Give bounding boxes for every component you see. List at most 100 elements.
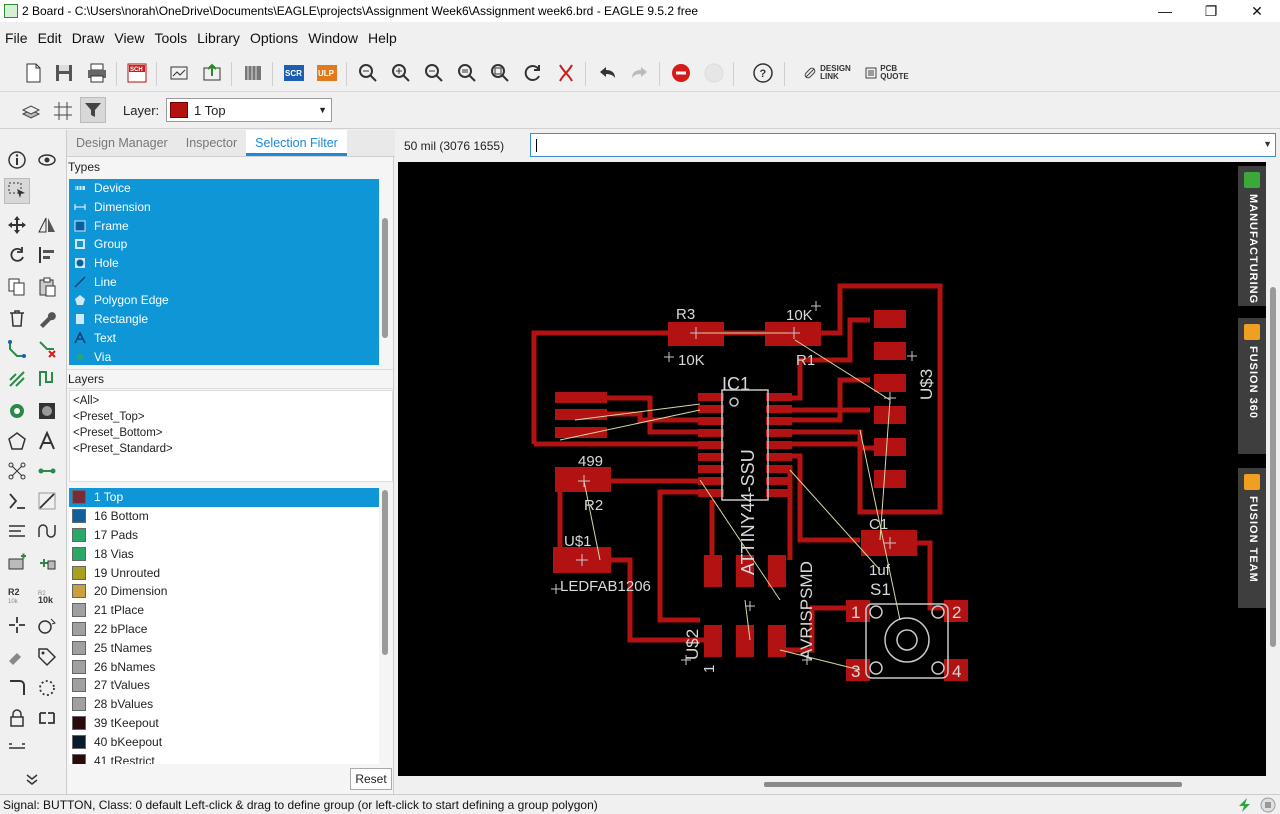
stop-status-icon[interactable] — [1260, 797, 1276, 813]
grid-icon[interactable] — [50, 98, 76, 124]
signal-tool-icon[interactable] — [4, 458, 30, 484]
type-hole[interactable]: Hole — [69, 253, 379, 273]
lasso-icon[interactable] — [34, 675, 60, 701]
tab-design-manager[interactable]: Design Manager — [76, 136, 168, 150]
layer-row-26-bnames[interactable]: 26 bNames — [69, 657, 379, 676]
menu-tools[interactable]: Tools — [154, 30, 188, 46]
rotate-icon[interactable] — [4, 242, 30, 268]
mirror-icon[interactable] — [34, 212, 60, 238]
route-icon[interactable] — [4, 336, 30, 362]
reset-button[interactable]: Reset — [350, 768, 392, 790]
via-tool-icon[interactable] — [4, 398, 30, 424]
board-canvas[interactable]: R3 10K 10K R1 IC1 499 R2 U$1 LEDFAB1206 … — [398, 162, 1266, 776]
layer-row-40-bkeepout[interactable]: 40 bKeepout — [69, 732, 379, 751]
type-device[interactable]: Device — [69, 179, 379, 198]
hole-tool-icon[interactable] — [34, 398, 60, 424]
layer-row-25-tnames[interactable]: 25 tNames — [69, 638, 379, 657]
swap-icon[interactable] — [34, 705, 60, 731]
lightning-icon[interactable] — [1236, 797, 1254, 813]
save-icon[interactable] — [51, 60, 77, 86]
layer-row-20-dimension[interactable]: 20 Dimension — [69, 582, 379, 601]
layer-row-27-tvalues[interactable]: 27 tValues — [69, 676, 379, 695]
stop-icon[interactable] — [668, 60, 694, 86]
preset-bottom[interactable]: <Preset_Bottom> — [73, 427, 163, 439]
board-view-icon[interactable] — [166, 60, 192, 86]
type-group[interactable]: Group — [69, 235, 379, 254]
schematic-icon[interactable]: SCH — [124, 60, 150, 86]
miter-icon[interactable] — [4, 675, 30, 701]
restore-button[interactable]: ❐ — [1204, 3, 1218, 19]
dimension-tool-icon[interactable] — [4, 518, 30, 544]
layer-row-19-unrouted[interactable]: 19 Unrouted — [69, 563, 379, 582]
type-frame[interactable]: Frame — [69, 216, 379, 236]
menu-options[interactable]: Options — [249, 30, 299, 46]
meander-icon[interactable] — [34, 366, 60, 392]
layer-row-17-pads[interactable]: 17 Pads — [69, 526, 379, 545]
layer-row-1-top[interactable]: 1 Top — [69, 488, 379, 507]
tab-fusion-360[interactable]: FUSION 360 — [1238, 318, 1266, 454]
tab-fusion-team[interactable]: FUSION TEAM — [1238, 468, 1266, 608]
menu-window[interactable]: Window — [308, 30, 358, 46]
lock-icon[interactable] — [4, 705, 30, 731]
show-icon[interactable] — [34, 147, 60, 173]
types-scrollbar[interactable] — [382, 218, 388, 338]
export-icon[interactable] — [199, 60, 225, 86]
paste-icon[interactable] — [34, 274, 60, 300]
smash-icon[interactable] — [4, 612, 30, 638]
menu-draw[interactable]: Draw — [71, 30, 105, 46]
info-icon[interactable] — [4, 147, 30, 173]
optimize-icon[interactable] — [34, 612, 60, 638]
align-icon[interactable] — [34, 242, 60, 268]
type-dimension[interactable]: Dimension — [69, 197, 379, 217]
zoom-fit-icon[interactable] — [355, 60, 381, 86]
ulp-icon[interactable]: ULP — [314, 60, 340, 86]
preset-standard[interactable]: <Preset_Standard> — [73, 443, 173, 455]
ratsnest-icon[interactable] — [553, 60, 579, 86]
add-part-icon[interactable] — [4, 550, 30, 576]
canvas-vscrollbar[interactable] — [1270, 287, 1276, 647]
type-rectangle[interactable]: Rectangle — [69, 309, 379, 329]
arc-tool-icon[interactable] — [34, 518, 60, 544]
tab-inspector[interactable]: Inspector — [185, 136, 238, 150]
script-icon[interactable]: SCR — [281, 60, 307, 86]
change-icon[interactable] — [34, 305, 60, 331]
undo-icon[interactable] — [594, 60, 620, 86]
fanout-icon[interactable] — [4, 366, 30, 392]
zoom-previous-icon[interactable] — [454, 60, 480, 86]
menu-file[interactable]: File — [5, 30, 28, 46]
type-line[interactable]: Line — [69, 272, 379, 292]
canvas-hscrollbar[interactable] — [764, 782, 1182, 787]
menu-library[interactable]: Library — [197, 30, 240, 46]
redo-icon[interactable] — [627, 60, 653, 86]
layer-row-18-vias[interactable]: 18 Vias — [69, 544, 379, 563]
command-input[interactable]: ▼ — [530, 133, 1276, 157]
layer-row-41-trestrict[interactable]: 41 tRestrict — [69, 751, 379, 764]
print-icon[interactable] — [84, 60, 110, 86]
chevron-down-double-icon[interactable] — [19, 766, 45, 792]
marker-icon[interactable] — [4, 735, 30, 761]
tab-manufacturing[interactable]: MANUFACTURING — [1238, 166, 1266, 306]
preset-top[interactable]: <Preset_Top> — [73, 411, 145, 423]
menu-help[interactable]: Help — [367, 30, 397, 46]
delete-icon[interactable] — [4, 305, 30, 331]
group-select-icon[interactable] — [4, 178, 30, 204]
layer-row-39-tkeepout[interactable]: 39 tKeepout — [69, 714, 379, 733]
minimize-button[interactable]: — — [1158, 3, 1172, 19]
tag-icon[interactable] — [34, 644, 60, 670]
layers-scrollbar[interactable] — [382, 490, 388, 655]
filter-icon[interactable] — [80, 97, 106, 123]
layer-row-28-bvalues[interactable]: 28 bValues — [69, 695, 379, 714]
tab-selection-filter[interactable]: Selection Filter — [246, 130, 347, 156]
line-tool-icon[interactable] — [34, 488, 60, 514]
layer-row-16-bottom[interactable]: 16 Bottom — [69, 507, 379, 526]
replace-part-icon[interactable] — [34, 550, 60, 576]
redraw-icon[interactable] — [520, 60, 546, 86]
split-icon[interactable] — [4, 644, 30, 670]
text-tool-icon[interactable] — [34, 428, 60, 454]
layer-dropdown[interactable]: 1 Top ▼ — [166, 98, 332, 122]
type-text[interactable]: Text — [69, 328, 379, 348]
